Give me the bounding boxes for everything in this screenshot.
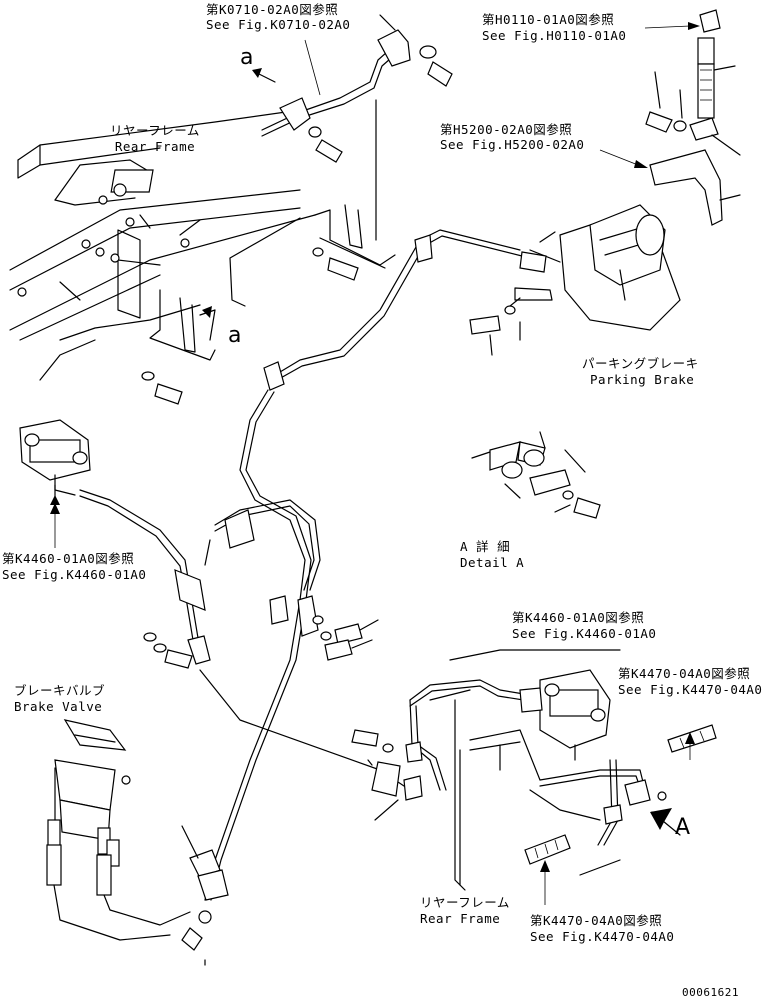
pipe-left-valve xyxy=(79,489,411,791)
callout-leaders xyxy=(50,22,700,905)
callout-k4470-right-en: See Fig.K4470-04A0 xyxy=(618,682,763,697)
callout-h0110-en: See Fig.H0110-01A0 xyxy=(482,28,627,43)
brake-valve-en: Brake Valve xyxy=(14,699,103,714)
callout-k4460-left-en: See Fig.K4460-01A0 xyxy=(2,567,147,582)
relay-valve-right xyxy=(403,669,651,846)
brake-valve-jp: ブレーキバルブ xyxy=(14,683,106,698)
rear-frame-lower xyxy=(429,649,621,891)
rear-frame-top-jp: リヤーフレーム xyxy=(110,123,200,138)
callout-k4460-left-jp: 第K4460-01A0図参照 xyxy=(2,551,135,566)
parking-brake-en: Parking Brake xyxy=(590,372,695,387)
callout-k4460-right-en: See Fig.K4460-01A0 xyxy=(512,626,657,641)
callout-h5200-en: See Fig.H5200-02A0 xyxy=(440,137,585,152)
parking-brake-jp: パーキングブレーキ xyxy=(582,356,699,371)
parking-brake-part xyxy=(469,204,681,356)
center-bracket xyxy=(141,204,396,405)
callout-k4460-right-jp: 第K4460-01A0図参照 xyxy=(512,610,645,625)
view-A-marker: A xyxy=(675,815,691,840)
top-pipe-clamp-group xyxy=(252,14,453,241)
detail-a-parts xyxy=(471,431,601,519)
callout-k0710-en: See Fig.K0710-02A0 xyxy=(206,17,351,32)
drawing-number: 00061621 xyxy=(682,986,739,999)
callout-k4470-right-jp: 第K4470-04A0図参照 xyxy=(618,666,751,681)
callout-h5200-jp: 第H5200-02A0図参照 xyxy=(440,122,573,137)
relay-valve-left xyxy=(19,419,91,506)
callout-k0710-jp: 第K0710-02A0図参照 xyxy=(206,2,339,17)
rear-frame-top-en: Rear Frame xyxy=(114,139,196,154)
rear-frame-bottom-en: Rear Frame xyxy=(420,911,501,926)
rear-frame-upper xyxy=(9,109,316,381)
view-a-top-marker: a xyxy=(240,45,254,70)
callout-h0110-jp: 第H0110-01A0図参照 xyxy=(482,12,615,27)
callout-k4470-bottom-en: See Fig.K4470-04A0 xyxy=(530,929,675,944)
brake-valve-part xyxy=(46,719,191,941)
tee-clamp-group xyxy=(269,595,379,661)
hose-bracket-group xyxy=(645,9,741,226)
detail-a-jp: A 詳 細 xyxy=(460,539,511,554)
rear-frame-bottom-jp: リヤーフレーム xyxy=(420,895,510,910)
brake-pipe-center xyxy=(181,229,523,966)
detail-a-en: Detail A xyxy=(460,555,525,570)
callout-k4470-bottom-jp: 第K4470-04A0図参照 xyxy=(530,913,663,928)
view-a-mid-marker: a xyxy=(228,323,242,348)
